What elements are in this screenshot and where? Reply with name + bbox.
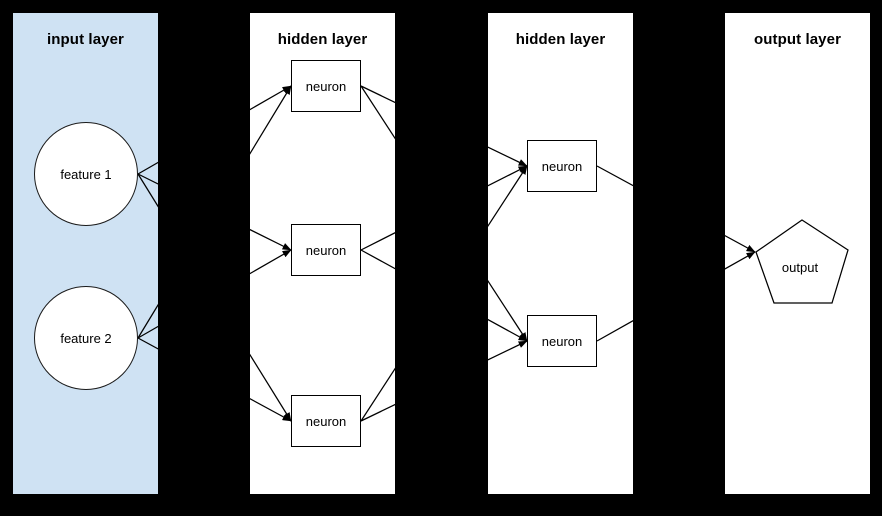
node-label-hidden2-neuron-1: neuron	[541, 159, 583, 174]
layer-title-hidden1: hidden layer	[277, 31, 368, 48]
node-output-pentagon[interactable]	[740, 206, 860, 326]
node-feature-1[interactable]: feature 1	[34, 122, 138, 226]
node-label-hidden2-neuron-2: neuron	[541, 334, 583, 349]
node-label-feature-2: feature 2	[60, 331, 112, 346]
node-label-hidden1-neuron-1: neuron	[305, 79, 347, 94]
layer-panel-hidden2: hidden layer	[488, 13, 633, 494]
node-label-feature-1: feature 1	[60, 167, 112, 182]
node-hidden1-neuron-1[interactable]: neuron	[291, 60, 361, 112]
node-label-hidden1-neuron-3: neuron	[305, 414, 347, 429]
layer-title-input: input layer	[47, 31, 124, 48]
node-hidden1-neuron-3[interactable]: neuron	[291, 395, 361, 447]
node-label-output: output	[781, 260, 819, 275]
node-hidden2-neuron-1[interactable]: neuron	[527, 140, 597, 192]
node-feature-2[interactable]: feature 2	[34, 286, 138, 390]
node-hidden2-neuron-2[interactable]: neuron	[527, 315, 597, 367]
node-label-hidden1-neuron-2: neuron	[305, 243, 347, 258]
layer-panel-input: input layer	[13, 13, 158, 494]
node-hidden1-neuron-2[interactable]: neuron	[291, 224, 361, 276]
layer-title-hidden2: hidden layer	[515, 31, 606, 48]
layer-title-output: output layer	[753, 31, 842, 48]
